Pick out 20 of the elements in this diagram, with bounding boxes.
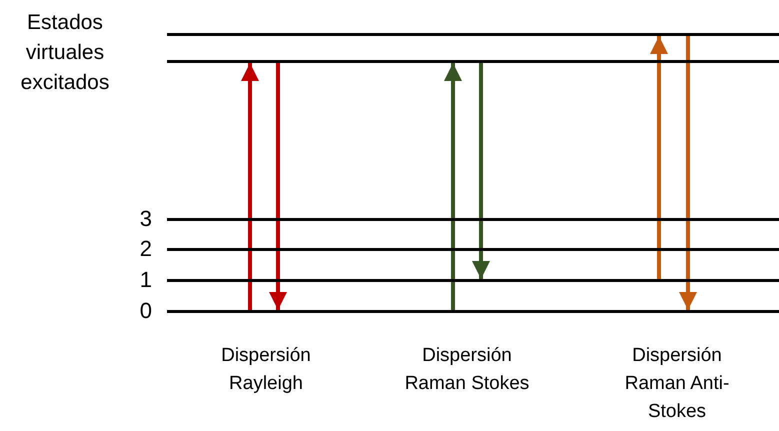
level-number: 2 <box>138 238 152 260</box>
transition-arrow <box>679 36 697 310</box>
scattering-caption: Dispersión Raman Anti-Stokes <box>624 344 730 424</box>
level-number: 0 <box>138 300 152 322</box>
energy-level-line <box>167 248 779 251</box>
energy-level-line <box>167 218 779 221</box>
energy-level-line <box>167 310 779 313</box>
transition-arrow <box>269 63 287 310</box>
energy-level-line <box>167 33 779 36</box>
transition-arrow <box>472 63 490 279</box>
transition-arrow <box>444 63 462 310</box>
transition-arrow <box>241 63 259 310</box>
energy-level-line <box>167 60 779 63</box>
level-number: 3 <box>138 208 152 230</box>
scattering-caption: Dispersión Rayleigh <box>220 344 312 396</box>
scattering-caption: Dispersión Raman Stokes <box>404 344 530 396</box>
axis-label: Estados virtuales excitados <box>20 10 110 96</box>
energy-level-line <box>167 279 779 282</box>
transition-arrow <box>650 36 668 279</box>
level-number: 1 <box>138 269 152 291</box>
